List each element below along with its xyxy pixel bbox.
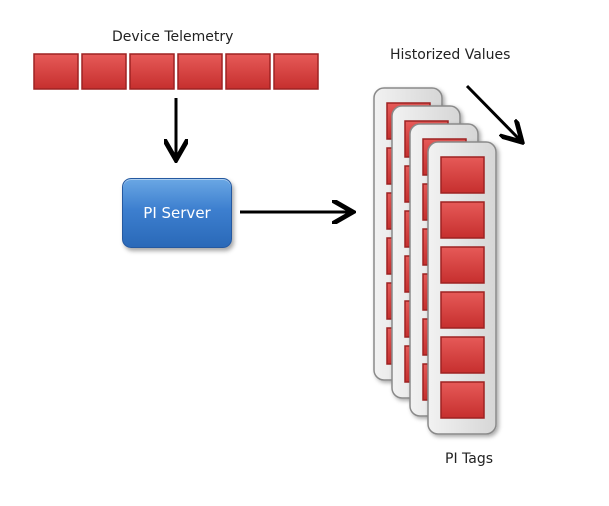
telemetry-value-cell [33, 53, 79, 90]
pi-server-label: PI Server [143, 204, 211, 222]
historized-value-cell [440, 381, 485, 419]
device-telemetry-label: Device Telemetry [112, 29, 234, 45]
pi-tag-card [427, 141, 497, 435]
historized-value-cell [440, 156, 485, 194]
historized-values-arrow [465, 84, 520, 140]
telemetry-value-cell [273, 53, 319, 90]
pi-tag-card-stack [373, 87, 497, 435]
historized-value-cell [440, 246, 485, 284]
pi-server-box: PI Server [122, 178, 232, 248]
telemetry-value-cell [177, 53, 223, 90]
telemetry-value-cell [225, 53, 271, 90]
telemetry-value-row [33, 53, 319, 90]
telemetry-value-cell [129, 53, 175, 90]
historized-value-cell [440, 291, 485, 329]
pi-tags-label: PI Tags [445, 451, 494, 467]
historized-value-cell [440, 201, 485, 239]
historized-values-label: Historized Values [390, 47, 511, 63]
historized-value-cell [440, 336, 485, 374]
telemetry-value-cell [81, 53, 127, 90]
